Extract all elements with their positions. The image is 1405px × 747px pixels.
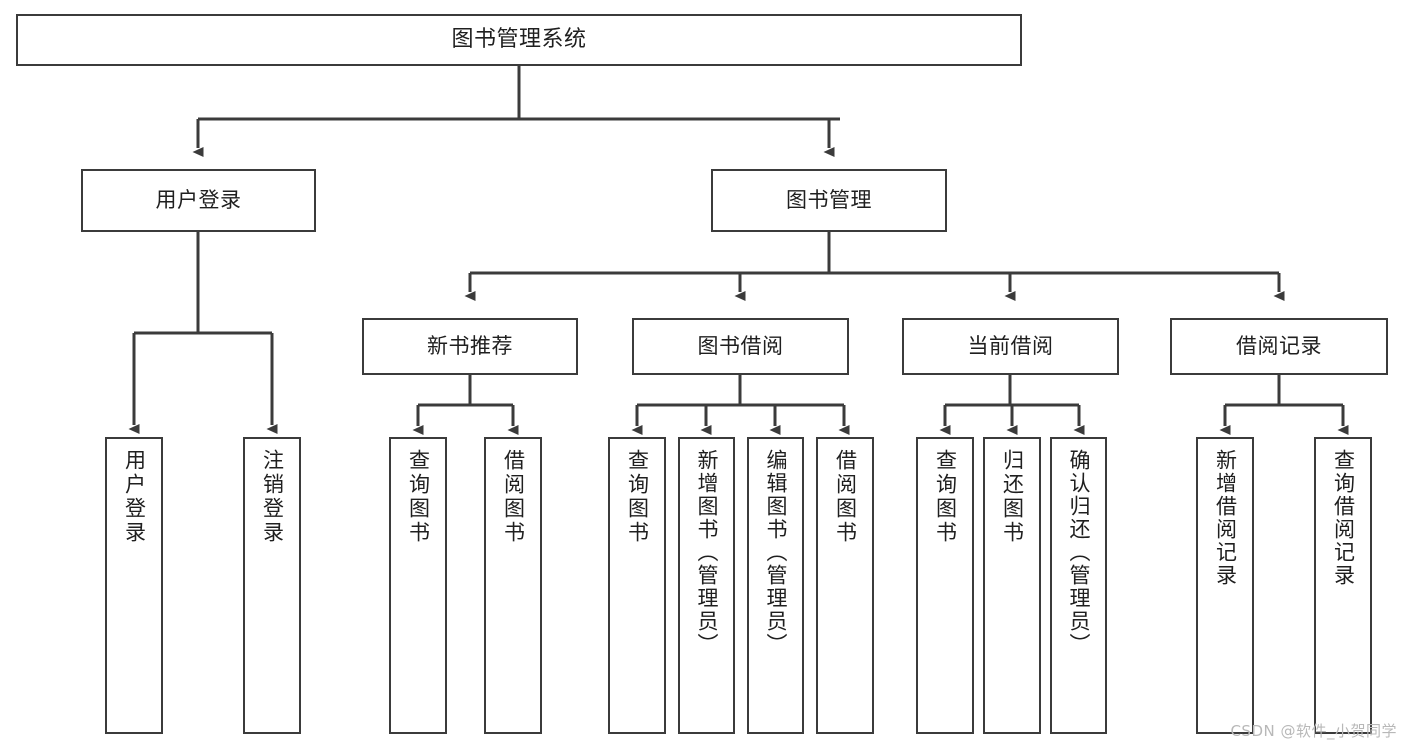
leaf-book-borrow-edit-book-admin[interactable]: 编辑图书（管理员） bbox=[747, 437, 804, 734]
node-label: 图书借阅 bbox=[697, 334, 784, 359]
leaf-current-borrow-query-book[interactable]: 查询图书 bbox=[916, 437, 974, 734]
node-label: 确认归还（管理员） bbox=[1067, 449, 1091, 656]
leaf-current-borrow-return-book[interactable]: 归还图书 bbox=[983, 437, 1041, 734]
node-label: 查询图书 bbox=[625, 449, 650, 545]
node-user-login[interactable]: 用户登录 bbox=[81, 169, 316, 232]
node-label: 查询借阅记录 bbox=[1331, 449, 1356, 587]
node-book-management[interactable]: 图书管理 bbox=[711, 169, 947, 232]
leaf-new-book-borrow-book[interactable]: 借阅图书 bbox=[484, 437, 542, 734]
node-new-book-recommend[interactable]: 新书推荐 bbox=[362, 318, 578, 375]
node-label: 借阅记录 bbox=[1236, 334, 1322, 359]
leaf-book-borrow-borrow-book[interactable]: 借阅图书 bbox=[816, 437, 874, 734]
leaf-current-borrow-confirm-return-admin[interactable]: 确认归还（管理员） bbox=[1050, 437, 1107, 734]
node-label: 编辑图书（管理员） bbox=[764, 449, 788, 656]
node-label: 新书推荐 bbox=[427, 334, 513, 359]
node-label: 借阅图书 bbox=[501, 449, 526, 545]
leaf-book-borrow-query-book[interactable]: 查询图书 bbox=[608, 437, 666, 734]
leaf-user-login-logout[interactable]: 注销登录 bbox=[243, 437, 301, 734]
node-label: 查询图书 bbox=[933, 449, 958, 545]
leaf-user-login-login[interactable]: 用户登录 bbox=[105, 437, 163, 734]
node-label: 查询图书 bbox=[406, 449, 431, 545]
leaf-borrow-record-query-record[interactable]: 查询借阅记录 bbox=[1314, 437, 1372, 734]
csdn-watermark: CSDN @软件_小贺同学 bbox=[1230, 722, 1397, 740]
node-current-borrow[interactable]: 当前借阅 bbox=[902, 318, 1119, 375]
node-label: 用户登录 bbox=[155, 188, 242, 213]
node-book-borrow[interactable]: 图书借阅 bbox=[632, 318, 849, 375]
node-label: 图书管理系统 bbox=[451, 27, 587, 53]
node-label: 新增借阅记录 bbox=[1213, 449, 1238, 587]
leaf-new-book-query-book[interactable]: 查询图书 bbox=[389, 437, 447, 734]
node-label: 注销登录 bbox=[260, 449, 285, 545]
node-label: 归还图书 bbox=[1000, 449, 1025, 545]
leaf-book-borrow-add-book-admin[interactable]: 新增图书（管理员） bbox=[678, 437, 735, 734]
node-label: 用户登录 bbox=[122, 449, 147, 545]
node-borrow-record[interactable]: 借阅记录 bbox=[1170, 318, 1388, 375]
node-label: 当前借阅 bbox=[967, 334, 1054, 359]
node-label: 图书管理 bbox=[786, 188, 872, 213]
leaf-borrow-record-add-record[interactable]: 新增借阅记录 bbox=[1196, 437, 1254, 734]
node-label: 借阅图书 bbox=[833, 449, 858, 545]
node-label: 新增图书（管理员） bbox=[695, 449, 719, 656]
node-root-book-management-system[interactable]: 图书管理系统 bbox=[16, 14, 1022, 66]
